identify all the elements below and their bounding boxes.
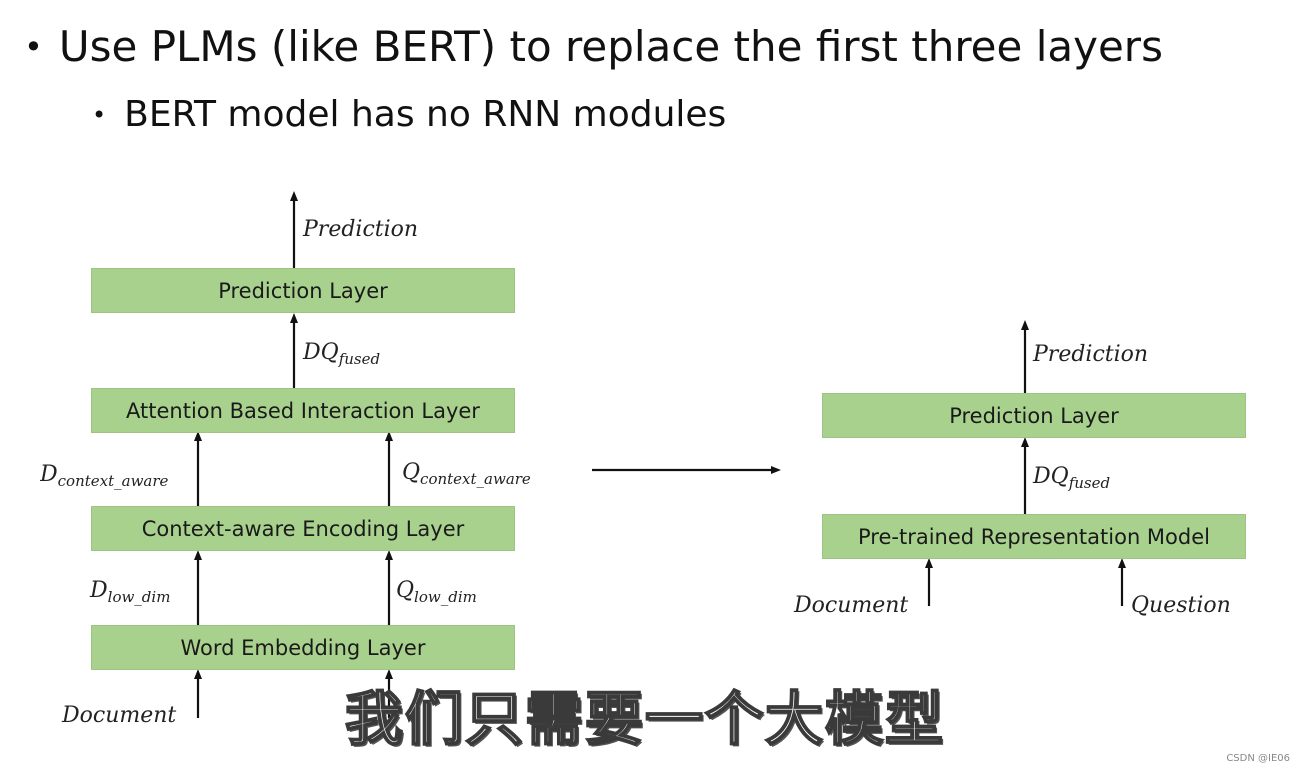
right-pretrained-model-layer: Pre-trained Representation Model <box>822 514 1246 559</box>
left-word-embedding-layer: Word Embedding Layer <box>91 625 515 670</box>
left-document-label: Document <box>62 703 177 728</box>
left-attention-layer: Attention Based Interaction Layer <box>91 388 515 433</box>
right-prediction-layer: Prediction Layer <box>822 393 1246 438</box>
bullet-main: • Use PLMs (like BERT) to replace the fi… <box>24 22 1163 71</box>
bullet-main-text: Use PLMs (like BERT) to replace the firs… <box>58 22 1163 71</box>
left-prediction-label: Prediction <box>303 217 419 242</box>
left-d-context-label: Dcontext_aware <box>40 462 169 490</box>
left-dq-fused-label: DQfused <box>303 340 381 368</box>
video-subtitle: 我们只需要一个大模型 <box>344 684 946 754</box>
bullet-dot: • <box>92 100 107 129</box>
left-d-low-label: Dlow_dim <box>90 578 171 606</box>
left-q-low-label: Qlow_dim <box>396 578 477 606</box>
left-context-encoding-layer: Context-aware Encoding Layer <box>91 506 515 551</box>
bullet-dot: • <box>24 27 43 66</box>
right-question-label: Question <box>1131 593 1231 618</box>
watermark: CSDN @IE06 <box>1226 753 1290 764</box>
left-q-context-label: Qcontext_aware <box>402 460 531 488</box>
bullet-sub-text: BERT model has no RNN modules <box>124 94 727 135</box>
left-prediction-layer: Prediction Layer <box>91 268 515 313</box>
right-dq-fused-label: DQfused <box>1033 464 1111 492</box>
right-prediction-label: Prediction <box>1033 342 1149 367</box>
right-document-label: Document <box>794 593 909 618</box>
bullet-sub: • BERT model has no RNN modules <box>92 94 726 135</box>
